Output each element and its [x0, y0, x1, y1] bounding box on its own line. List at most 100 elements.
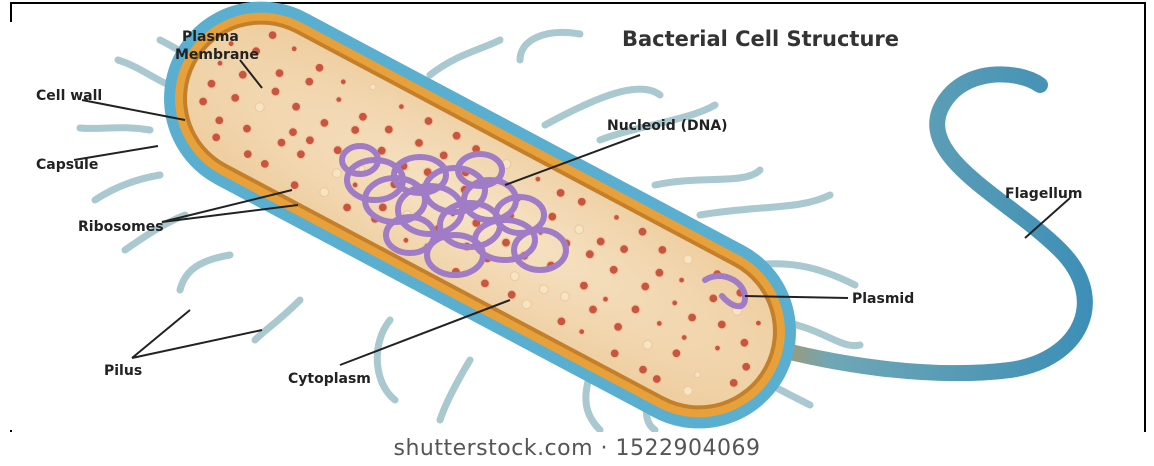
pilus	[80, 128, 150, 130]
ribosome	[507, 290, 516, 299]
ribosome	[340, 79, 346, 85]
ribosome	[352, 182, 358, 188]
ribosome	[260, 159, 269, 168]
pilus	[700, 195, 830, 215]
ribosome	[384, 125, 393, 134]
label-plasmid: Plasmid	[852, 291, 914, 307]
pilus	[430, 40, 500, 75]
ribosome	[199, 97, 208, 106]
ribosome	[332, 169, 341, 178]
pilus	[180, 255, 230, 290]
ribosome	[740, 338, 749, 347]
ribosome	[378, 203, 387, 212]
ribosome	[672, 349, 681, 358]
ribosome	[207, 79, 216, 88]
ribosome	[548, 212, 557, 221]
ribosome	[292, 102, 301, 111]
label-cytoplasm: Cytoplasm	[288, 371, 371, 387]
ribosome	[679, 277, 685, 283]
leader-cytoplasm	[340, 300, 510, 365]
ribosome	[320, 188, 329, 197]
ribosome	[755, 320, 761, 326]
ribosome	[535, 176, 541, 182]
ribosome	[585, 250, 594, 259]
pilus	[95, 175, 160, 200]
ribosome	[609, 265, 618, 274]
ribosome	[255, 103, 264, 112]
ribosome	[351, 126, 360, 135]
ribosome	[343, 203, 352, 212]
leader-pilus-2	[132, 330, 262, 358]
ribosome	[398, 104, 404, 110]
ribosome	[415, 138, 424, 147]
ribosome	[652, 375, 661, 384]
ribosome	[557, 317, 566, 326]
diagram-title: Bacterial Cell Structure	[622, 27, 899, 51]
ribosome	[370, 84, 376, 90]
ribosome	[575, 225, 584, 234]
ribosome	[315, 63, 324, 72]
pilus	[655, 170, 760, 185]
ribosome	[579, 281, 588, 290]
frame-left-tick	[10, 2, 12, 22]
ribosome	[589, 305, 598, 314]
ribosome	[683, 386, 692, 395]
ribosome	[480, 279, 489, 288]
ribosome	[579, 329, 585, 335]
ribosome	[336, 97, 342, 103]
ribosome	[212, 133, 221, 142]
ribosome	[596, 237, 605, 246]
ribosome	[681, 335, 687, 341]
pilus	[520, 32, 580, 60]
ribosome	[742, 362, 751, 371]
ribosome	[672, 300, 678, 306]
watermark: shutterstock.com · 1522904069	[0, 432, 1154, 466]
ribosome	[305, 77, 314, 86]
ribosome	[452, 131, 461, 140]
ribosome	[510, 272, 519, 281]
ribosome	[577, 197, 586, 206]
pilus	[255, 300, 300, 340]
ribosome	[560, 292, 569, 301]
ribosome	[268, 31, 277, 40]
ribosome	[556, 188, 565, 197]
label-nucleoid: Nucleoid (DNA)	[607, 118, 728, 134]
ribosome	[403, 237, 409, 243]
label-plasma-membrane-line2: Membrane	[175, 47, 259, 63]
ribosome	[522, 300, 531, 309]
ribosome	[296, 150, 305, 159]
ribosome	[305, 136, 314, 145]
ribosome	[243, 150, 252, 159]
label-capsule: Capsule	[36, 157, 98, 173]
ribosome	[290, 181, 299, 190]
ribosome	[709, 294, 718, 303]
ribosome	[275, 69, 284, 78]
ribosome	[243, 124, 252, 133]
ribosome	[614, 214, 620, 220]
ribosome	[684, 255, 693, 264]
ribosome	[291, 46, 297, 52]
ribosome	[439, 151, 448, 160]
ribosome	[215, 116, 224, 125]
ribosome	[231, 93, 240, 102]
ribosome	[641, 282, 650, 291]
pilus	[440, 360, 470, 420]
frame-top	[10, 2, 1146, 4]
ribosome	[289, 128, 298, 137]
ribosome	[638, 227, 647, 236]
ribosome	[639, 365, 648, 374]
ribosome	[277, 138, 286, 147]
ribosome	[688, 313, 697, 322]
ribosome	[695, 372, 701, 378]
ribosome	[715, 345, 721, 351]
ribosome	[620, 245, 629, 254]
ribosome	[643, 340, 652, 349]
ribosome	[614, 322, 623, 331]
ribosome	[655, 268, 664, 277]
ribosome	[502, 238, 511, 247]
ribosome	[320, 118, 329, 127]
ribosome	[603, 296, 609, 302]
ribosome	[610, 349, 619, 358]
ribosome	[424, 117, 433, 126]
